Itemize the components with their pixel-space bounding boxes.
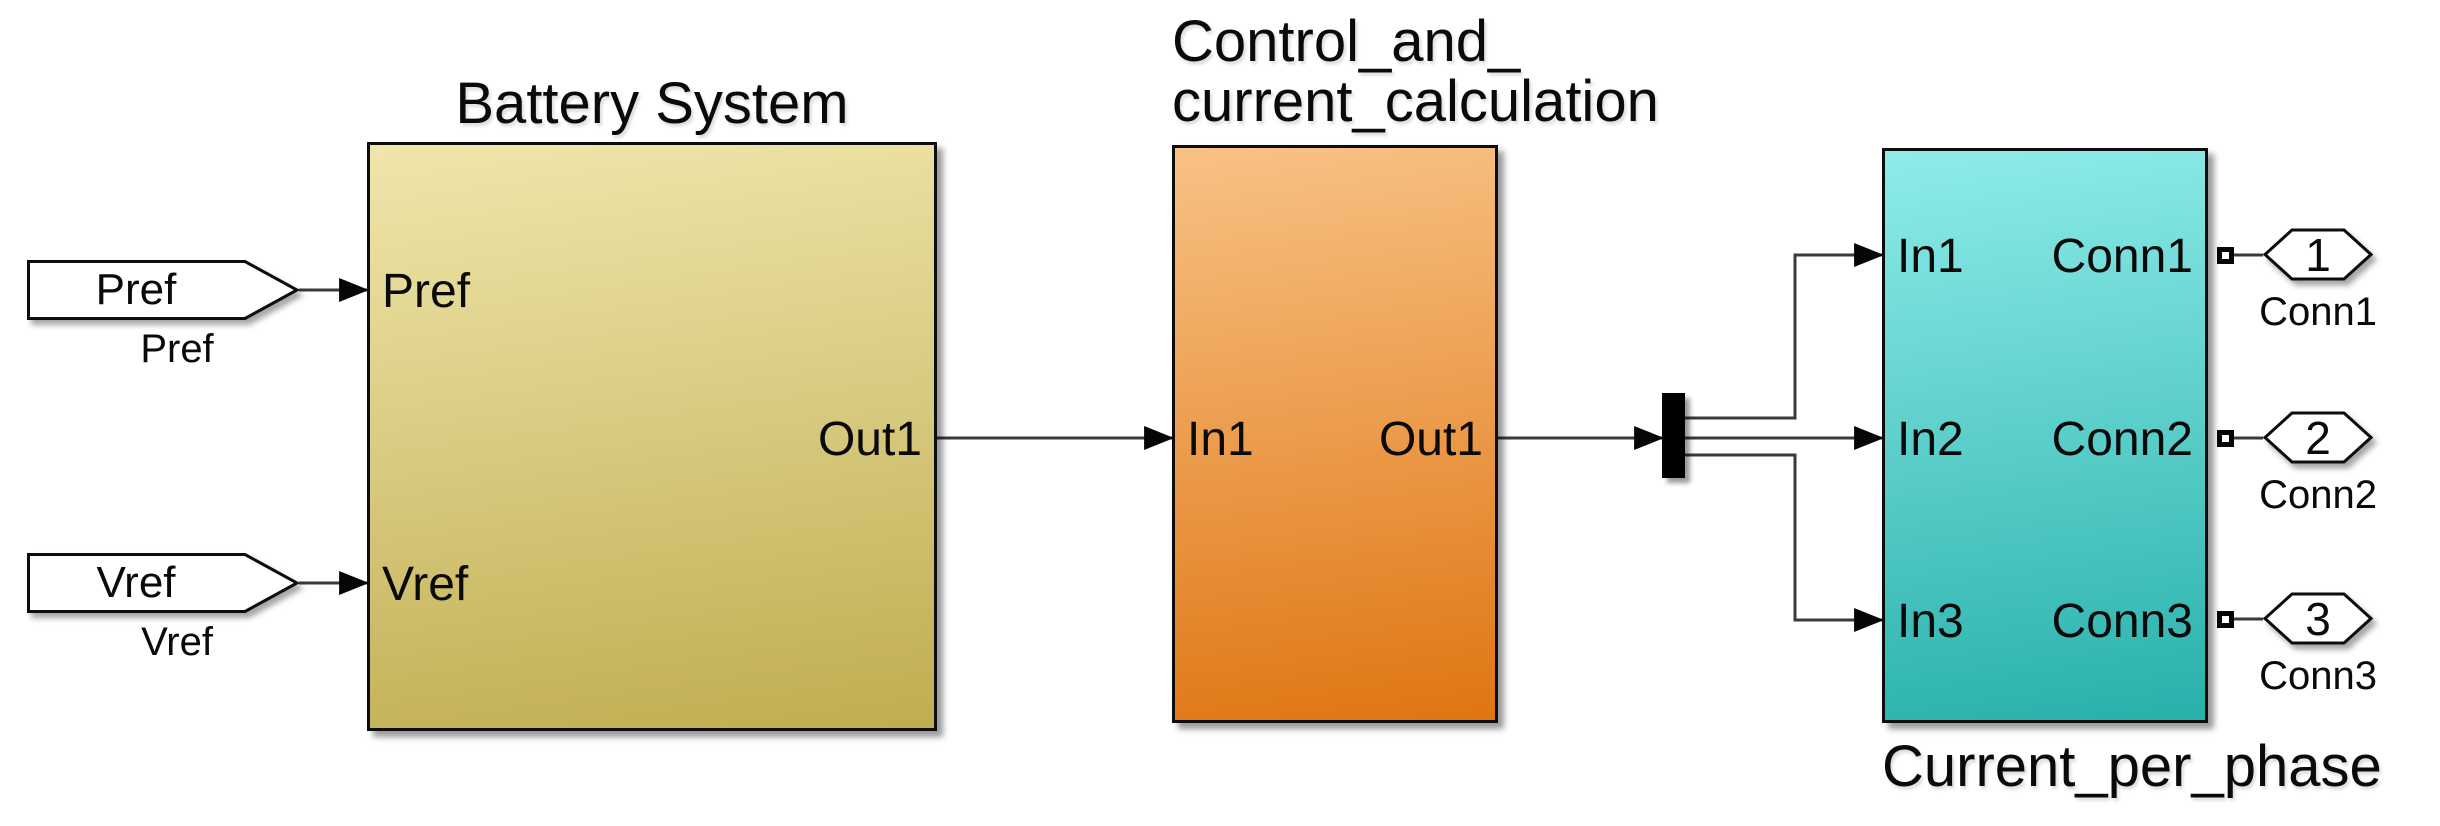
battery-port-vref: Vref (382, 558, 469, 612)
battery-port-out1: Out1 (817, 413, 922, 467)
control-port-in1: In1 (1187, 413, 1254, 467)
vref-tag-shape[interactable] (27, 553, 299, 613)
conn3-port-square[interactable] (2217, 611, 2234, 628)
wire-demux-to-in3[interactable] (1685, 453, 1885, 632)
vref-input-tag[interactable]: Vref (27, 553, 299, 613)
pref-tag-text: Pref (95, 265, 177, 314)
pref-input-tag[interactable]: Pref (27, 260, 299, 320)
phase-port-in2: In2 (1897, 413, 1964, 467)
battery-port-pref: Pref (382, 265, 471, 319)
outport-conn1-shape[interactable] (2263, 228, 2373, 281)
outport-conn2-shape[interactable] (2263, 411, 2373, 464)
control-title-line2: current_calculation (1172, 69, 1659, 134)
control-title-line1: Control_and_ (1172, 9, 1521, 74)
vref-tag-label: Vref (141, 620, 213, 664)
outport-conn2-number: 2 (2305, 411, 2331, 464)
outport-conn2[interactable]: 2 (2263, 411, 2373, 464)
outport-conn3-number: 3 (2305, 592, 2331, 645)
control-port-out1: Out1 (1378, 413, 1483, 467)
battery-system-block[interactable]: Pref Vref Out1 (367, 142, 937, 731)
pref-tag-shape[interactable] (27, 260, 299, 320)
outport-conn2-label: Conn2 (2259, 473, 2377, 517)
pref-tag-label: Pref (140, 327, 214, 371)
demux-block[interactable] (1662, 393, 1685, 478)
phase-port-conn1: Conn1 (2051, 230, 2193, 284)
outport-conn3-label: Conn3 (2259, 654, 2377, 698)
current-per-phase-block[interactable]: In1 In2 In3 Conn1 Conn2 Conn3 (1882, 148, 2208, 723)
phase-port-conn2: Conn2 (2051, 413, 2193, 467)
conn2-port-square[interactable] (2217, 430, 2234, 447)
outport-conn3-shape[interactable] (2263, 592, 2373, 645)
outport-conn1[interactable]: 1 (2263, 228, 2373, 281)
outport-conn3[interactable]: 3 (2263, 592, 2373, 645)
conn1-port-square[interactable] (2217, 247, 2234, 264)
phase-port-conn3: Conn3 (2051, 595, 2193, 649)
wire-demux-to-in1[interactable] (1685, 243, 1885, 420)
outport-conn1-label: Conn1 (2259, 290, 2377, 334)
outport-conn1-number: 1 (2305, 228, 2331, 281)
battery-block-title: Battery System (455, 71, 849, 136)
phase-port-in3: In3 (1897, 595, 1964, 649)
vref-tag-text: Vref (96, 558, 176, 607)
control-block-title: Control_and_ current_calculation (1172, 9, 1659, 134)
control-and-current-calculation-block[interactable]: In1 Out1 (1172, 145, 1498, 723)
phase-port-in1: In1 (1897, 230, 1964, 284)
phase-block-title: Current_per_phase (1882, 734, 2382, 799)
